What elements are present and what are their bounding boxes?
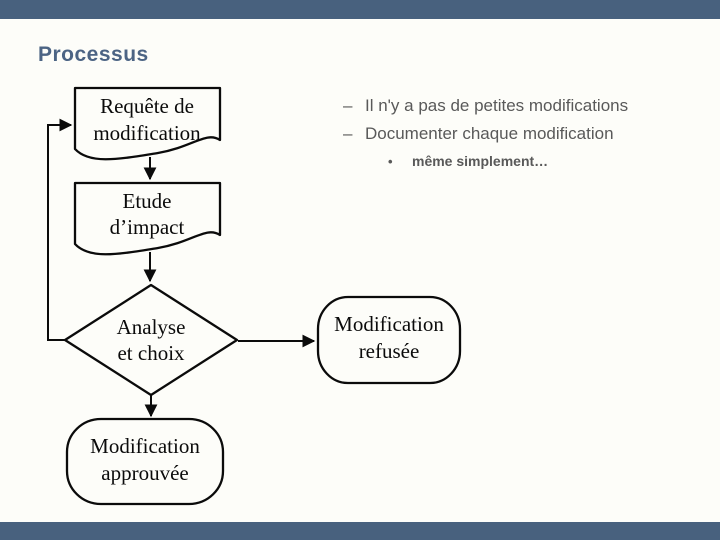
node-refusee-terminator: Modification refusée [316, 295, 462, 385]
dash-bullet-marker: – [343, 124, 353, 143]
bullet-text: Documenter chaque modification [365, 124, 614, 143]
top-accent-bar [0, 0, 720, 19]
node-requete-label-line2: modification [93, 121, 201, 145]
dash-bullet-marker: – [343, 96, 353, 115]
node-refusee-label-line1: Modification [334, 312, 444, 336]
bottom-accent-bar [0, 522, 720, 540]
node-requete-label-line1: Requête de [100, 94, 194, 118]
slide-title: Processus [38, 43, 149, 66]
bullet-text: même simplement… [412, 153, 549, 169]
bullet-text: Il n'y a pas de petites modifications [365, 96, 629, 115]
dot-bullet-marker: • [388, 154, 393, 169]
bullet-item: – Il n'y a pas de petites modifications [343, 96, 628, 116]
node-analyse-decision-diamond: Analyse et choix [63, 283, 239, 397]
bullet-item: – Documenter chaque modification [343, 124, 614, 144]
feedback-arrow-analyse-to-requete [47, 118, 73, 341]
bullet-item: • même simplement… [388, 153, 548, 170]
node-approuvee-label-line1: Modification [90, 434, 200, 458]
node-etude-label-line1: Etude [123, 189, 172, 213]
node-requete-document-shape: Requête de modification [73, 86, 222, 161]
node-approuvee-terminator: Modification approuvée [65, 417, 225, 506]
node-approuvee-label-line2: approuvée [101, 461, 188, 485]
node-etude-label-line2: d’impact [110, 215, 185, 239]
node-analyse-label-line2: et choix [117, 341, 185, 365]
node-refusee-label-line2: refusée [359, 339, 420, 363]
node-analyse-label-line1: Analyse [117, 315, 186, 339]
node-etude-document-shape: Etude d’impact [73, 181, 222, 256]
